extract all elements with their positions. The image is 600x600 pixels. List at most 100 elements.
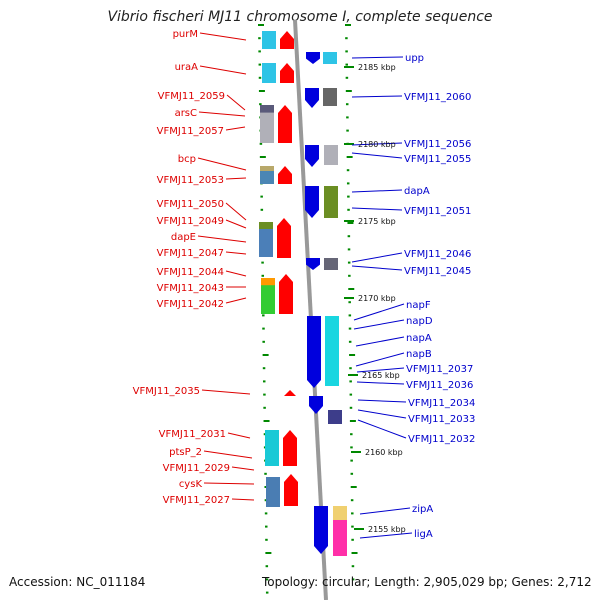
gene-label-vfmj11_2056: VFMJ11_2056 (404, 139, 471, 150)
tick-mark (265, 578, 269, 581)
gene-arrow-up (278, 166, 292, 184)
tick-mark (346, 116, 349, 119)
gene-label-ptsp_2: ptsP_2 (169, 447, 202, 458)
gene-block (324, 145, 338, 165)
gene-label-vfmj11_2055: VFMJ11_2055 (404, 154, 471, 165)
leader-line (359, 507, 411, 515)
gene-label-liga: ligA (414, 529, 433, 540)
tick-mark (348, 288, 355, 290)
scale-label: 2155 kbp (368, 525, 406, 534)
scale-label: 2165 kbp (362, 371, 400, 380)
tick-mark (349, 380, 352, 383)
gene-arrow-down (306, 52, 320, 64)
tick-mark (263, 393, 266, 396)
leader-line (226, 94, 246, 111)
gene-block (333, 506, 347, 520)
gene-block (261, 278, 275, 314)
leader-line (227, 432, 251, 439)
gene-label-vfmj11_2047: VFMJ11_2047 (157, 248, 224, 259)
gene-label-vfmj11_2042: VFMJ11_2042 (157, 299, 224, 310)
tick-mark (264, 472, 267, 475)
gene-label-vfmj11_2034: VFMJ11_2034 (408, 398, 475, 409)
tick-mark (347, 235, 351, 238)
tick-mark (265, 525, 268, 528)
gene-label-vfmj11_2029: VFMJ11_2029 (163, 463, 230, 474)
leader-line (359, 532, 413, 539)
leader-line (353, 303, 405, 321)
gene-block (266, 477, 280, 507)
gene-block (324, 258, 338, 270)
tick-mark (349, 354, 356, 356)
leader-line (351, 152, 403, 159)
gene-label-vfmj11_2031: VFMJ11_2031 (159, 429, 226, 440)
tick-mark (264, 499, 268, 502)
leader-line (225, 270, 247, 277)
gene-block (259, 222, 273, 229)
tick-mark (351, 525, 354, 528)
tick-mark (262, 380, 266, 383)
tick-mark (259, 156, 266, 158)
tick-mark (351, 565, 355, 568)
gene-label-napf: napF (406, 300, 431, 311)
tick-mark (349, 420, 356, 422)
tick-mark (350, 433, 353, 436)
leader-line (225, 126, 246, 131)
tick-mark (349, 406, 353, 409)
leader-line (353, 319, 405, 330)
gene-arrow-up (280, 31, 294, 49)
accession-text: Accession: NC_011184 (9, 575, 146, 589)
tick-mark (348, 301, 351, 304)
tick-mark (346, 182, 350, 185)
leader-line (231, 466, 255, 471)
tick-mark (262, 340, 265, 343)
tick-mark (265, 591, 269, 594)
tick-mark (347, 261, 351, 264)
gene-arrow-down (305, 88, 319, 108)
gene-label-vfmj11_2043: VFMJ11_2043 (157, 283, 224, 294)
gene-label-vfmj11_2050: VFMJ11_2050 (157, 199, 224, 210)
leader-line (203, 450, 253, 459)
tick-mark (345, 37, 348, 40)
gene-block (260, 105, 274, 113)
tick-mark (345, 50, 348, 53)
label-leaders (197, 32, 413, 539)
gene-label-vfmj11_2027: VFMJ11_2027 (163, 495, 230, 506)
tick-mark (350, 459, 353, 462)
tick-mark (258, 76, 262, 79)
tick-mark (347, 195, 350, 198)
tick-mark (351, 578, 355, 581)
gene-arrow-down (305, 145, 319, 167)
gene-block (324, 186, 338, 218)
tick-mark (348, 340, 352, 343)
gene-block (323, 88, 337, 106)
leader-line (199, 65, 247, 75)
leader-line (225, 297, 247, 304)
tick-mark (258, 90, 265, 92)
tick-mark (349, 393, 353, 396)
leader-line (225, 251, 247, 255)
leader-line (351, 56, 404, 59)
tick-mark (262, 367, 266, 370)
tick-mark (349, 367, 352, 370)
leader-line (203, 482, 255, 485)
leader-line (225, 202, 247, 221)
chromosome-backbone (293, 19, 328, 600)
gene-label-vfmj11_2046: VFMJ11_2046 (404, 249, 471, 260)
tick-mark (350, 472, 354, 475)
tick-mark (347, 222, 354, 224)
gene-block (260, 105, 274, 143)
leader-line (351, 142, 403, 146)
tick-mark (345, 24, 351, 26)
leader-line (357, 399, 407, 403)
tick-mark (262, 314, 265, 317)
tick-mark (259, 103, 262, 106)
tick-mark (346, 169, 350, 172)
leader-line (351, 265, 403, 271)
tick-mark (348, 314, 352, 317)
leader-line (225, 177, 247, 180)
gene-block (328, 410, 342, 424)
leader-line (225, 219, 247, 229)
gene-label-vfmj11_2037: VFMJ11_2037 (406, 364, 473, 375)
tick-mark (262, 354, 269, 356)
tick-mark (350, 499, 354, 502)
